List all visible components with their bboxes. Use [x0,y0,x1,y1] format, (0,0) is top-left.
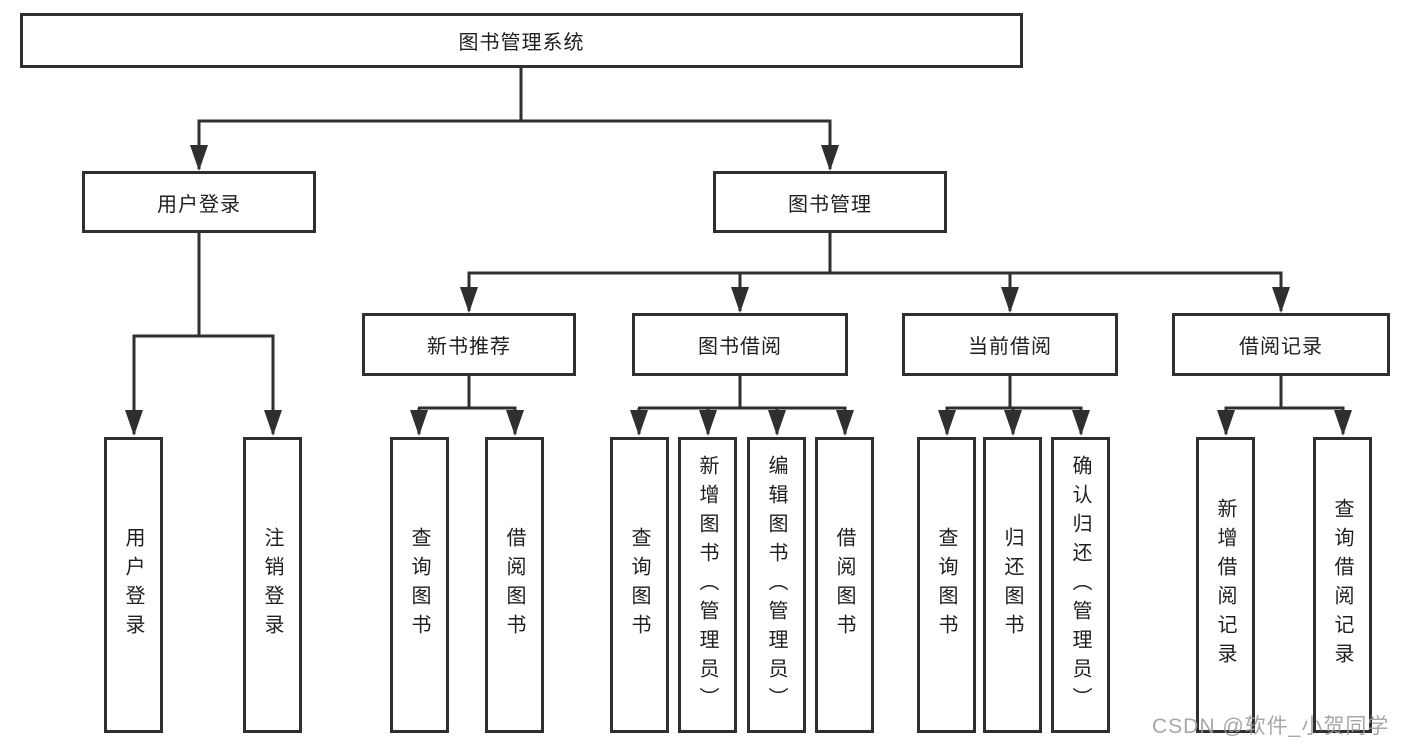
leaf-borrow-book-1: 借阅图书 [485,437,544,733]
leaf-user-login: 用户登录 [104,437,163,733]
leaf-logout: 注销登录 [243,437,302,733]
csdn-watermark: CSDN @软件_小贺同学 [1152,715,1390,738]
node-new-book-recommend: 新书推荐 [362,313,576,376]
node-book-borrow: 图书借阅 [632,313,848,376]
leaf-borrow-book-2: 借阅图书 [815,437,874,733]
leaf-query-book-3: 查询图书 [917,437,976,733]
leaf-confirm-return-admin: 确认归还（管理员） [1051,437,1110,733]
node-user-login: 用户登录 [82,171,316,233]
node-borrow-record: 借阅记录 [1172,313,1390,376]
leaf-query-book-2: 查询图书 [610,437,669,733]
node-current-borrow: 当前借阅 [902,313,1118,376]
node-book-mgmt: 图书管理 [713,171,947,233]
connector-root [197,68,832,123]
leaf-query-book-1: 查询图书 [390,437,449,733]
leaf-query-borrow-record: 查询借阅记录 [1313,437,1372,733]
leaf-add-book-admin: 新增图书（管理员） [678,437,737,733]
connector-book-mgmt [467,233,1283,275]
connector-new-book [418,376,517,410]
leaf-add-borrow-record: 新增借阅记录 [1196,437,1255,733]
node-root: 图书管理系统 [20,13,1023,68]
leaf-edit-book-admin: 编辑图书（管理员） [747,437,806,733]
connector-book-borrow [638,376,847,410]
connector-borrow-record [1224,376,1345,410]
connector-current-borrow [945,376,1083,410]
connector-user-login [132,233,275,338]
leaf-return-book: 归还图书 [983,437,1042,733]
